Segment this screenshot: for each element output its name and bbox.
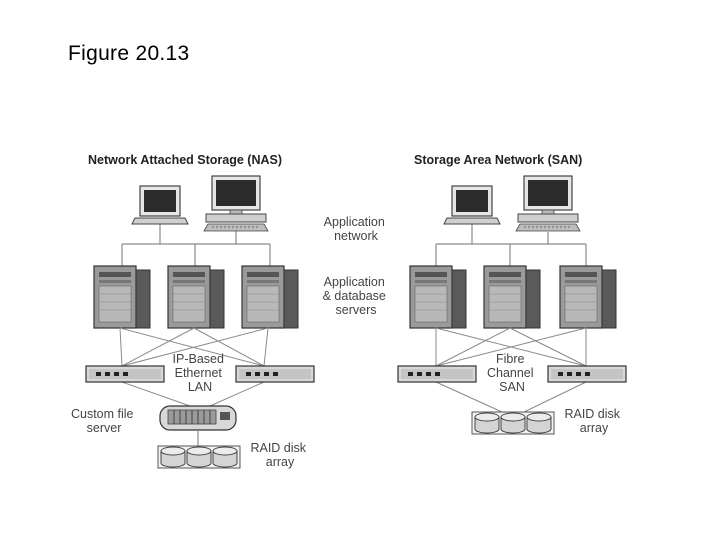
figure-title: Figure 20.13 bbox=[68, 42, 190, 65]
nas-raid-array-icon bbox=[157, 445, 241, 469]
san-switch-right-icon bbox=[547, 365, 627, 383]
san-desktop-icon bbox=[515, 175, 581, 232]
nas-file-server-icon bbox=[159, 405, 237, 431]
nas-server-icon bbox=[93, 265, 151, 329]
app-network-label: Application network bbox=[324, 215, 389, 243]
san-mesh-lines bbox=[435, 327, 587, 413]
san-laptop-icon bbox=[443, 185, 501, 225]
san-server-icon bbox=[483, 265, 541, 329]
nas-title: Network Attached Storage (NAS) bbox=[88, 153, 282, 167]
nas-section: Network Attached Storage (NAS) bbox=[71, 153, 315, 469]
san-raid-label: RAID disk array bbox=[564, 407, 623, 435]
san-app-network-lines bbox=[435, 222, 587, 266]
nas-switch-right-icon bbox=[235, 365, 315, 383]
nas-switch-left-icon bbox=[85, 365, 165, 383]
nas-mesh-lines bbox=[119, 327, 269, 407]
nas-server-icon bbox=[241, 265, 299, 329]
san-server-icon bbox=[409, 265, 467, 329]
nas-desktop-icon bbox=[203, 175, 269, 232]
san-section: Storage Area Network (SAN) Fib bbox=[397, 153, 627, 435]
nas-raid-label: RAID disk array bbox=[250, 441, 309, 469]
nas-laptop-icon bbox=[131, 185, 189, 225]
nas-file-server-label: Custom file server bbox=[71, 407, 137, 435]
nas-app-network-lines bbox=[121, 222, 271, 266]
san-fabric-label: Fibre Channel SAN bbox=[487, 352, 537, 394]
app-servers-label: Application & database servers bbox=[323, 275, 390, 317]
san-switch-left-icon bbox=[397, 365, 477, 383]
san-raid-array-icon bbox=[471, 411, 555, 435]
nas-lan-label: IP-Based Ethernet LAN bbox=[173, 352, 228, 394]
san-server-icon bbox=[559, 265, 617, 329]
san-title: Storage Area Network (SAN) bbox=[414, 153, 582, 167]
nas-server-icon bbox=[167, 265, 225, 329]
